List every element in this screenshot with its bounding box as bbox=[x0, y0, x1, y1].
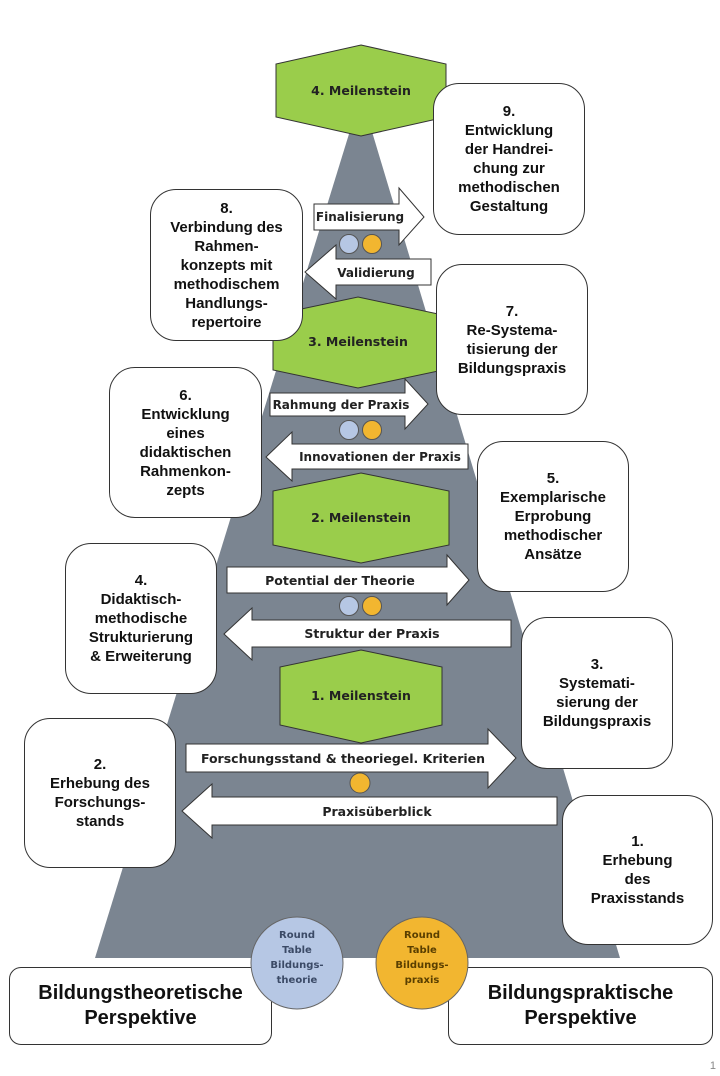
step-text: Exemplarische Erprobung methodischer Ans… bbox=[500, 489, 606, 563]
step-text: Verbindung des Rahmen- konzepts mit meth… bbox=[170, 218, 283, 331]
step-number: 7. bbox=[505, 302, 519, 320]
step-box-6: 6.Entwicklung eines didaktischen Rahmenk… bbox=[109, 367, 262, 518]
perspective-theory-box: Bildungstheoretische Perspektive bbox=[9, 967, 272, 1045]
step-text: Entwicklung der Handrei- chung zur metho… bbox=[458, 122, 560, 215]
perspective-practice-label: Bildungspraktische Perspektive bbox=[487, 982, 674, 1029]
step-box-3: 3. Systemati- sierung der Bildungspraxis bbox=[521, 617, 673, 769]
step-box-1: 1. Erhebung des Praxisstands bbox=[562, 795, 713, 945]
step-text: Entwicklung eines didaktischen Rahmenkon… bbox=[139, 405, 232, 499]
milestone-1: 1. Meilenstein bbox=[279, 649, 443, 744]
theory-dot bbox=[339, 596, 359, 616]
arrow-label: Praxisüberblick bbox=[322, 804, 432, 819]
arrow-right-1: Forschungsstand & theoriegel. Kriterien bbox=[185, 727, 517, 790]
arrow-label: Forschungsstand & theoriegel. Kriterien bbox=[201, 751, 485, 766]
arrow-label: Validierung bbox=[337, 266, 414, 280]
step-box-5: 5. Exemplarische Erprobung methodischer A… bbox=[477, 441, 629, 592]
arrow-right-2: Potential der Theorie bbox=[226, 553, 470, 607]
arrow-label: Struktur der Praxis bbox=[304, 626, 439, 641]
step-number: 8. bbox=[220, 199, 233, 217]
step-text: Systemati- sierung der Bildungspraxis bbox=[542, 675, 652, 730]
arrow-left-3: Innovationen der Praxis bbox=[265, 430, 469, 483]
perspective-theory-label: Bildungstheoretische Perspektive bbox=[38, 982, 243, 1029]
milestone-4: 4. Meilenstein bbox=[275, 44, 447, 137]
step-number: 9. bbox=[502, 103, 516, 120]
theory-dot bbox=[339, 420, 359, 440]
step-box-8: 8.Verbindung des Rahmen- konzepts mit me… bbox=[150, 189, 303, 341]
step-number: 5. bbox=[546, 470, 560, 487]
practice-dot bbox=[362, 234, 382, 254]
step-number: 1. bbox=[631, 833, 644, 850]
step-number: 4. bbox=[134, 572, 148, 589]
practice-dot bbox=[349, 772, 371, 794]
theory-dot bbox=[339, 234, 359, 254]
perspective-practice-box: Bildungspraktische Perspektive bbox=[448, 967, 713, 1045]
milestone-label: 2. Meilenstein bbox=[311, 510, 411, 525]
arrow-label: Finalisierung bbox=[316, 210, 404, 224]
milestone-label: 3. Meilenstein bbox=[308, 334, 408, 349]
arrow-right-4: Finalisierung bbox=[313, 186, 425, 247]
step-number: 6. bbox=[179, 386, 192, 404]
step-text: Erhebung des Forschungs- stands bbox=[49, 775, 150, 830]
step-text: Re-Systema- tisierung der Bildungspraxis bbox=[457, 321, 567, 377]
practice-dot bbox=[362, 596, 382, 616]
step-box-7: 7.Re-Systema- tisierung der Bildungsprax… bbox=[436, 264, 588, 415]
step-text: Erhebung des Praxisstands bbox=[590, 852, 685, 907]
arrow-left-2: Struktur der Praxis bbox=[223, 606, 512, 662]
milestone-3: 3. Meilenstein bbox=[272, 296, 444, 389]
step-text: Didaktisch- methodische Strukturierung &… bbox=[88, 591, 194, 665]
practice-dot bbox=[362, 420, 382, 440]
milestone-2: 2. Meilenstein bbox=[272, 472, 450, 564]
step-box-9: 9. Entwicklung der Handrei- chung zur met… bbox=[433, 83, 585, 235]
arrow-left-1: Praxisüberblick bbox=[181, 782, 558, 840]
milestone-label: 1. Meilenstein bbox=[311, 688, 411, 703]
milestone-label: 4. Meilenstein bbox=[311, 83, 411, 98]
arrow-right-3: Rahmung der Praxis bbox=[269, 377, 429, 431]
arrow-label: Innovationen der Praxis bbox=[299, 450, 461, 464]
page-number: 1 bbox=[709, 1060, 716, 1072]
arrow-left-4: Validierung bbox=[304, 243, 432, 301]
arrow-label: Rahmung der Praxis bbox=[273, 398, 410, 412]
step-box-4: 4. Didaktisch- methodische Strukturierung… bbox=[65, 543, 217, 694]
arrow-label: Potential der Theorie bbox=[265, 573, 415, 588]
step-number: 3. bbox=[590, 656, 604, 673]
step-number: 2. bbox=[93, 756, 107, 773]
step-box-2: 2. Erhebung des Forschungs- stands bbox=[24, 718, 176, 868]
